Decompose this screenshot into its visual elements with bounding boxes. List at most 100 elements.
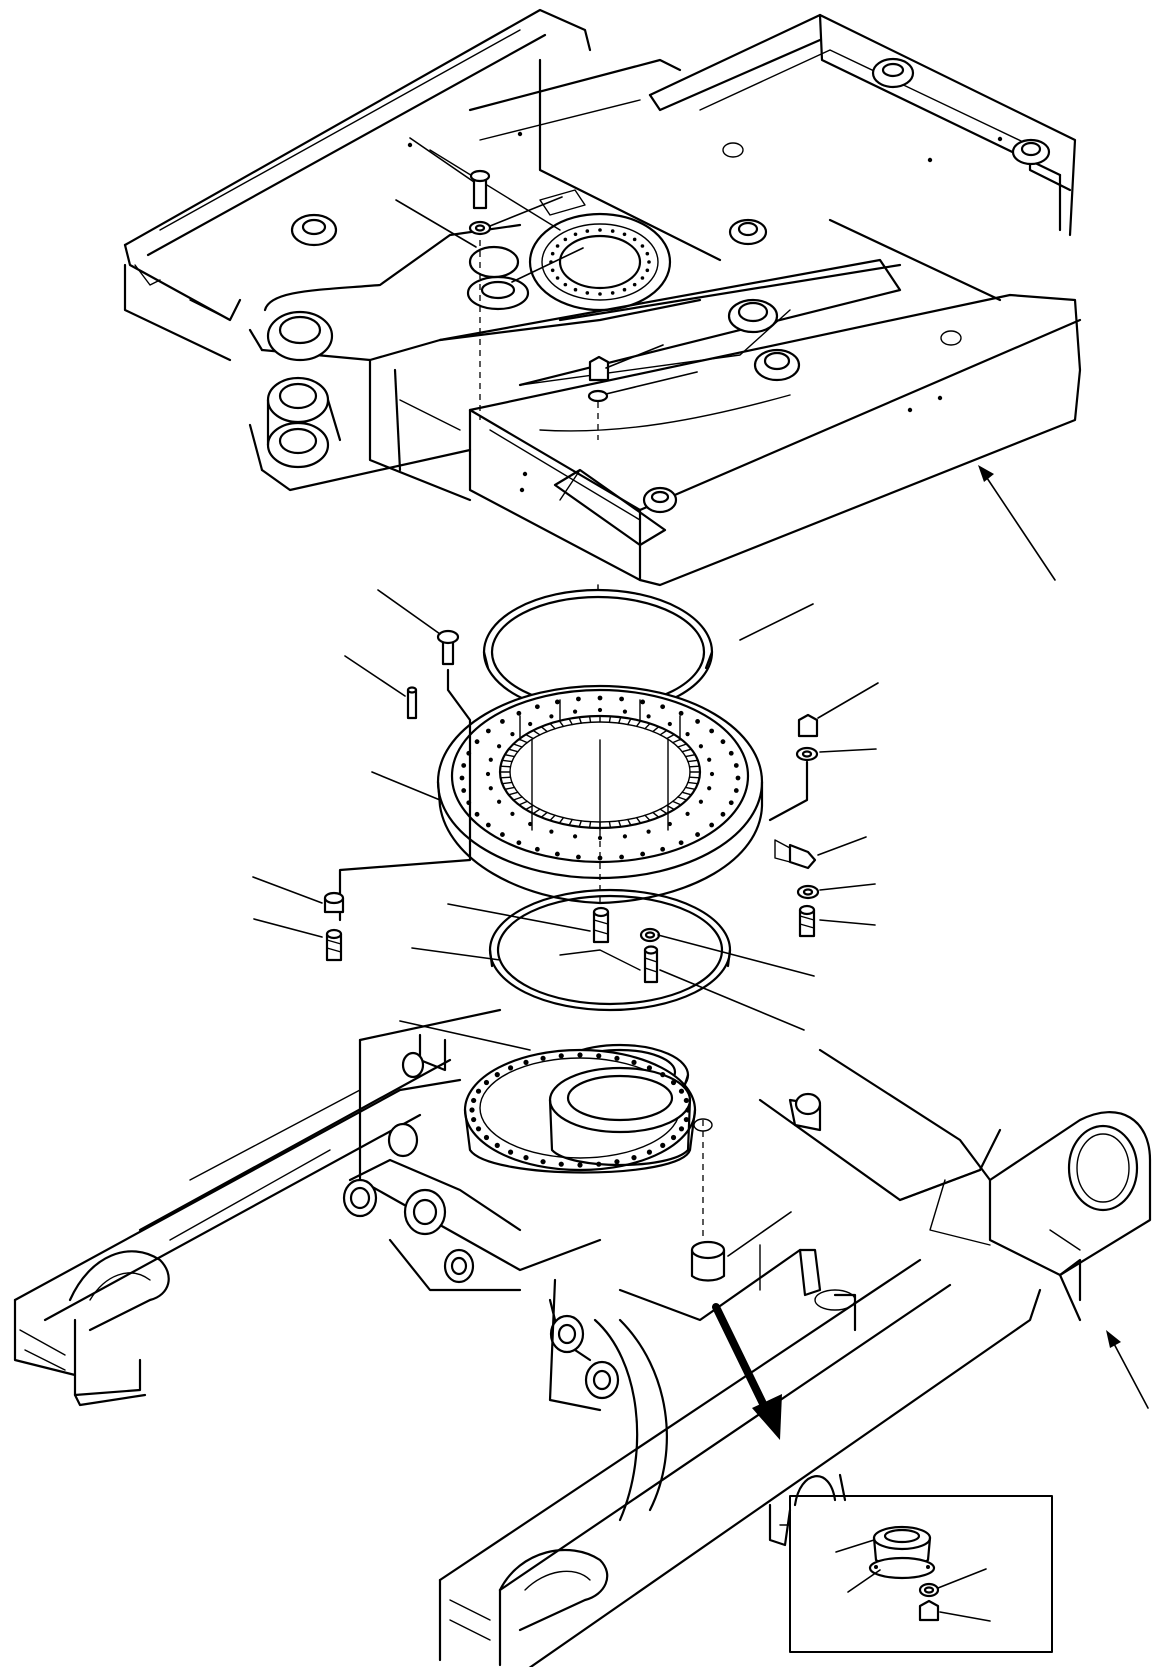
bolt-hole bbox=[494, 1072, 500, 1078]
bolt-hole bbox=[698, 744, 704, 749]
gear-tooth bbox=[688, 776, 701, 779]
bolt-hole bbox=[474, 811, 480, 817]
bolt-hole bbox=[728, 750, 734, 756]
bolt-hole bbox=[631, 1155, 637, 1161]
bolt-hole bbox=[683, 1097, 689, 1104]
bolt-hole bbox=[485, 771, 491, 777]
gear-tooth bbox=[588, 821, 592, 829]
gear-tooth bbox=[659, 808, 668, 815]
bolt-hole bbox=[660, 704, 666, 710]
gear-tooth bbox=[524, 733, 534, 740]
bolt-hole bbox=[622, 287, 627, 292]
bolt-hole bbox=[485, 822, 491, 828]
bolt-hole bbox=[685, 811, 690, 817]
bolt-hole bbox=[735, 775, 741, 781]
bolt-hole bbox=[488, 757, 493, 762]
bolt-hole bbox=[660, 1072, 666, 1078]
bolt-hole bbox=[549, 829, 554, 834]
bolt-hole bbox=[647, 260, 651, 264]
bolt-hole bbox=[523, 1059, 529, 1065]
bolt-hole bbox=[550, 268, 555, 273]
bolt-hole bbox=[459, 775, 465, 781]
bolt-hole bbox=[683, 1116, 689, 1123]
gear-tooth bbox=[652, 725, 660, 733]
gear-tooth bbox=[507, 748, 519, 753]
lower-bolt-holes bbox=[469, 1052, 691, 1168]
gear-tooth bbox=[540, 811, 548, 819]
bolt-hole bbox=[507, 1149, 514, 1155]
bolt-hole bbox=[667, 821, 672, 827]
bolt-hole bbox=[728, 800, 734, 806]
bolt-hole bbox=[510, 731, 515, 737]
bolt-hole bbox=[645, 268, 650, 273]
bolt-hole bbox=[528, 721, 533, 727]
bolt-hole bbox=[507, 1065, 514, 1071]
bolt-hole bbox=[469, 1107, 475, 1113]
bolt-hole bbox=[597, 695, 603, 701]
bolt-hole bbox=[596, 1053, 602, 1059]
bolt-hole bbox=[698, 799, 704, 804]
bolt-hole bbox=[646, 714, 651, 719]
bolt-hole bbox=[622, 834, 628, 839]
gear-teeth bbox=[499, 715, 701, 829]
bolt-hole bbox=[572, 834, 578, 839]
bolt-hole bbox=[640, 244, 645, 248]
bolt-hole bbox=[474, 739, 480, 745]
gear-tooth bbox=[549, 722, 556, 730]
gear-tooth bbox=[677, 796, 688, 801]
gear-tooth bbox=[666, 733, 676, 740]
gear-tooth bbox=[687, 781, 699, 785]
swing-circle bbox=[436, 684, 764, 905]
bolt-hole bbox=[596, 1161, 602, 1167]
bolt-hole bbox=[563, 237, 568, 242]
bolt-hole bbox=[471, 1097, 477, 1104]
gear-tooth bbox=[608, 821, 612, 829]
bolt-hole bbox=[670, 1134, 677, 1141]
gear-tooth bbox=[644, 722, 651, 730]
gear-tooth bbox=[644, 814, 651, 822]
gear-tooth bbox=[507, 791, 519, 796]
bolt-hole bbox=[614, 1159, 620, 1165]
bolt-hole bbox=[573, 232, 578, 237]
gear-tooth bbox=[627, 818, 632, 826]
bolt-hole bbox=[720, 739, 726, 745]
gear-tooth bbox=[532, 808, 541, 815]
bolt-hole bbox=[573, 287, 578, 292]
bolt-hole bbox=[461, 763, 467, 768]
bolt-hole bbox=[577, 1052, 583, 1058]
bolt-hole bbox=[496, 744, 502, 749]
bolt-hole bbox=[554, 851, 560, 857]
leader-lines bbox=[252, 137, 879, 1257]
bolt-hole bbox=[610, 291, 615, 295]
bolt-hole bbox=[576, 854, 581, 860]
gear-tooth bbox=[588, 715, 592, 723]
track-frame bbox=[13, 1008, 1152, 1667]
bolt-hole bbox=[483, 1134, 490, 1141]
bolt-hole bbox=[707, 786, 712, 791]
bolt-hole bbox=[500, 719, 505, 724]
bolt-hole bbox=[678, 710, 684, 716]
bolt-hole bbox=[494, 1142, 500, 1148]
bolt-hole bbox=[558, 1053, 564, 1059]
gear-tooth bbox=[677, 743, 688, 748]
gear-tooth bbox=[578, 820, 582, 828]
revolving-frame bbox=[123, 8, 1082, 587]
centre-bolts bbox=[592, 830, 661, 984]
bolt-hole bbox=[733, 788, 739, 793]
gear-tooth bbox=[687, 759, 699, 763]
upper-fastener-stack bbox=[466, 169, 610, 440]
bolt-hole bbox=[678, 840, 684, 846]
bolt-hole bbox=[678, 1088, 685, 1094]
bolt-hole bbox=[523, 1155, 529, 1161]
bolt-hole bbox=[622, 709, 628, 714]
bolt-hole bbox=[646, 1065, 653, 1071]
bolt-hole bbox=[461, 788, 467, 793]
bolt-hole bbox=[709, 771, 715, 777]
gear-tooth bbox=[688, 765, 701, 768]
bolt-hole bbox=[619, 696, 624, 702]
bolt-hole bbox=[475, 1126, 482, 1132]
bolt-hole bbox=[632, 282, 637, 287]
gear-tooth bbox=[558, 720, 565, 728]
lower-seal-ring bbox=[488, 888, 732, 1012]
